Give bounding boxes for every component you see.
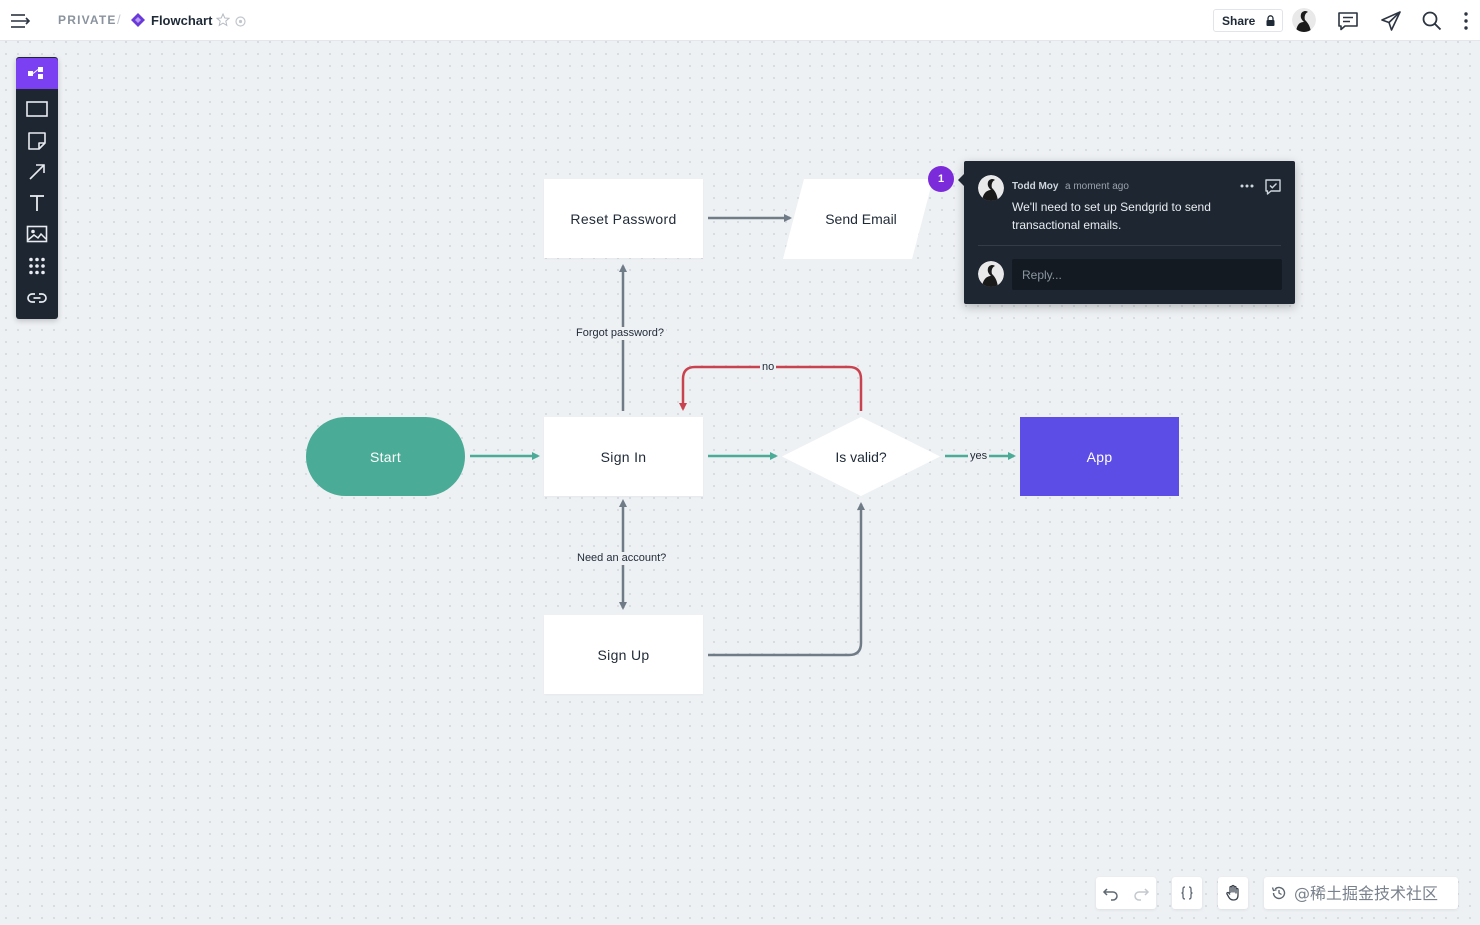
share-label: Share bbox=[1222, 14, 1256, 28]
undo-redo-group bbox=[1096, 877, 1156, 909]
comment-body: We'll need to set up Sendgrid to send tr… bbox=[1012, 200, 1211, 232]
left-toolbar bbox=[16, 57, 58, 319]
edge-label-forgot-password: Forgot password? bbox=[574, 327, 667, 340]
share-button[interactable]: Share bbox=[1213, 9, 1283, 32]
paper-plane-icon[interactable] bbox=[1380, 10, 1402, 32]
user-avatar[interactable] bbox=[1292, 8, 1316, 32]
reply-input[interactable] bbox=[1012, 259, 1282, 290]
edge-label-yes: yes bbox=[968, 450, 990, 463]
top-bar: PRIVATE / Flowchart Share bbox=[0, 0, 1480, 41]
history-zoom-group bbox=[1264, 877, 1458, 909]
image-tool-icon[interactable] bbox=[16, 219, 58, 249]
comment-divider bbox=[978, 245, 1281, 246]
arrow-tool-icon[interactable] bbox=[16, 157, 58, 187]
node-sign-up[interactable]: Sign Up bbox=[544, 615, 703, 694]
lock-icon bbox=[1266, 15, 1275, 26]
comments-icon[interactable] bbox=[1337, 10, 1359, 32]
resolve-check-icon[interactable] bbox=[1264, 178, 1282, 196]
rectangle-tool-icon[interactable] bbox=[16, 94, 58, 124]
node-start[interactable]: Start bbox=[306, 417, 465, 496]
node-send-email-label: Send Email bbox=[825, 211, 897, 227]
search-icon[interactable] bbox=[1421, 10, 1443, 32]
node-is-valid-label: Is valid? bbox=[835, 448, 887, 465]
node-send-email-shape bbox=[783, 179, 933, 259]
code-braces-icon[interactable] bbox=[1172, 877, 1202, 909]
node-is-valid[interactable]: Is valid? bbox=[782, 417, 940, 496]
collapse-menu-icon[interactable] bbox=[10, 11, 32, 31]
hand-pan-icon[interactable] bbox=[1218, 877, 1248, 909]
breadcrumb-private[interactable]: PRIVATE bbox=[58, 13, 117, 27]
comment-pointer bbox=[958, 174, 964, 186]
edge-label-no: no bbox=[760, 361, 777, 374]
comment-author: Todd Moy bbox=[1012, 181, 1059, 192]
link-tool-icon[interactable] bbox=[16, 283, 58, 313]
flowchart-tool-icon[interactable] bbox=[16, 58, 58, 89]
comment-popover: Todd Moy a moment ago We'll need to set … bbox=[958, 161, 1295, 304]
watermark-text: @稀土掘金技术社区 bbox=[1294, 884, 1439, 903]
apps-grid-icon[interactable] bbox=[16, 251, 58, 281]
settings-icon[interactable] bbox=[235, 14, 246, 27]
node-app[interactable]: App bbox=[1020, 417, 1179, 496]
comment-author-avatar bbox=[978, 175, 1004, 201]
history-icon[interactable] bbox=[1271, 885, 1287, 901]
breadcrumb-separator: / bbox=[117, 12, 121, 27]
board-diamond-icon bbox=[131, 13, 145, 27]
comment-time: a moment ago bbox=[1065, 181, 1129, 192]
undo-icon[interactable] bbox=[1102, 884, 1120, 902]
more-horizontal-icon[interactable] bbox=[1239, 178, 1255, 194]
text-tool-icon[interactable] bbox=[16, 188, 58, 218]
edge-label-need-account: Need an account? bbox=[575, 552, 669, 565]
sticky-note-tool-icon[interactable] bbox=[16, 126, 58, 156]
more-vertical-icon[interactable] bbox=[1456, 10, 1476, 32]
star-icon[interactable] bbox=[215, 12, 231, 27]
reply-avatar bbox=[978, 261, 1004, 287]
redo-icon[interactable] bbox=[1132, 884, 1150, 902]
node-sign-in[interactable]: Sign In bbox=[544, 417, 703, 496]
node-reset-password[interactable]: Reset Password bbox=[544, 179, 703, 258]
comment-badge[interactable]: 1 bbox=[928, 166, 954, 192]
board-title[interactable]: Flowchart bbox=[151, 13, 213, 28]
node-send-email[interactable]: Send Email bbox=[783, 179, 933, 259]
edge-signup-valid bbox=[708, 502, 865, 657]
